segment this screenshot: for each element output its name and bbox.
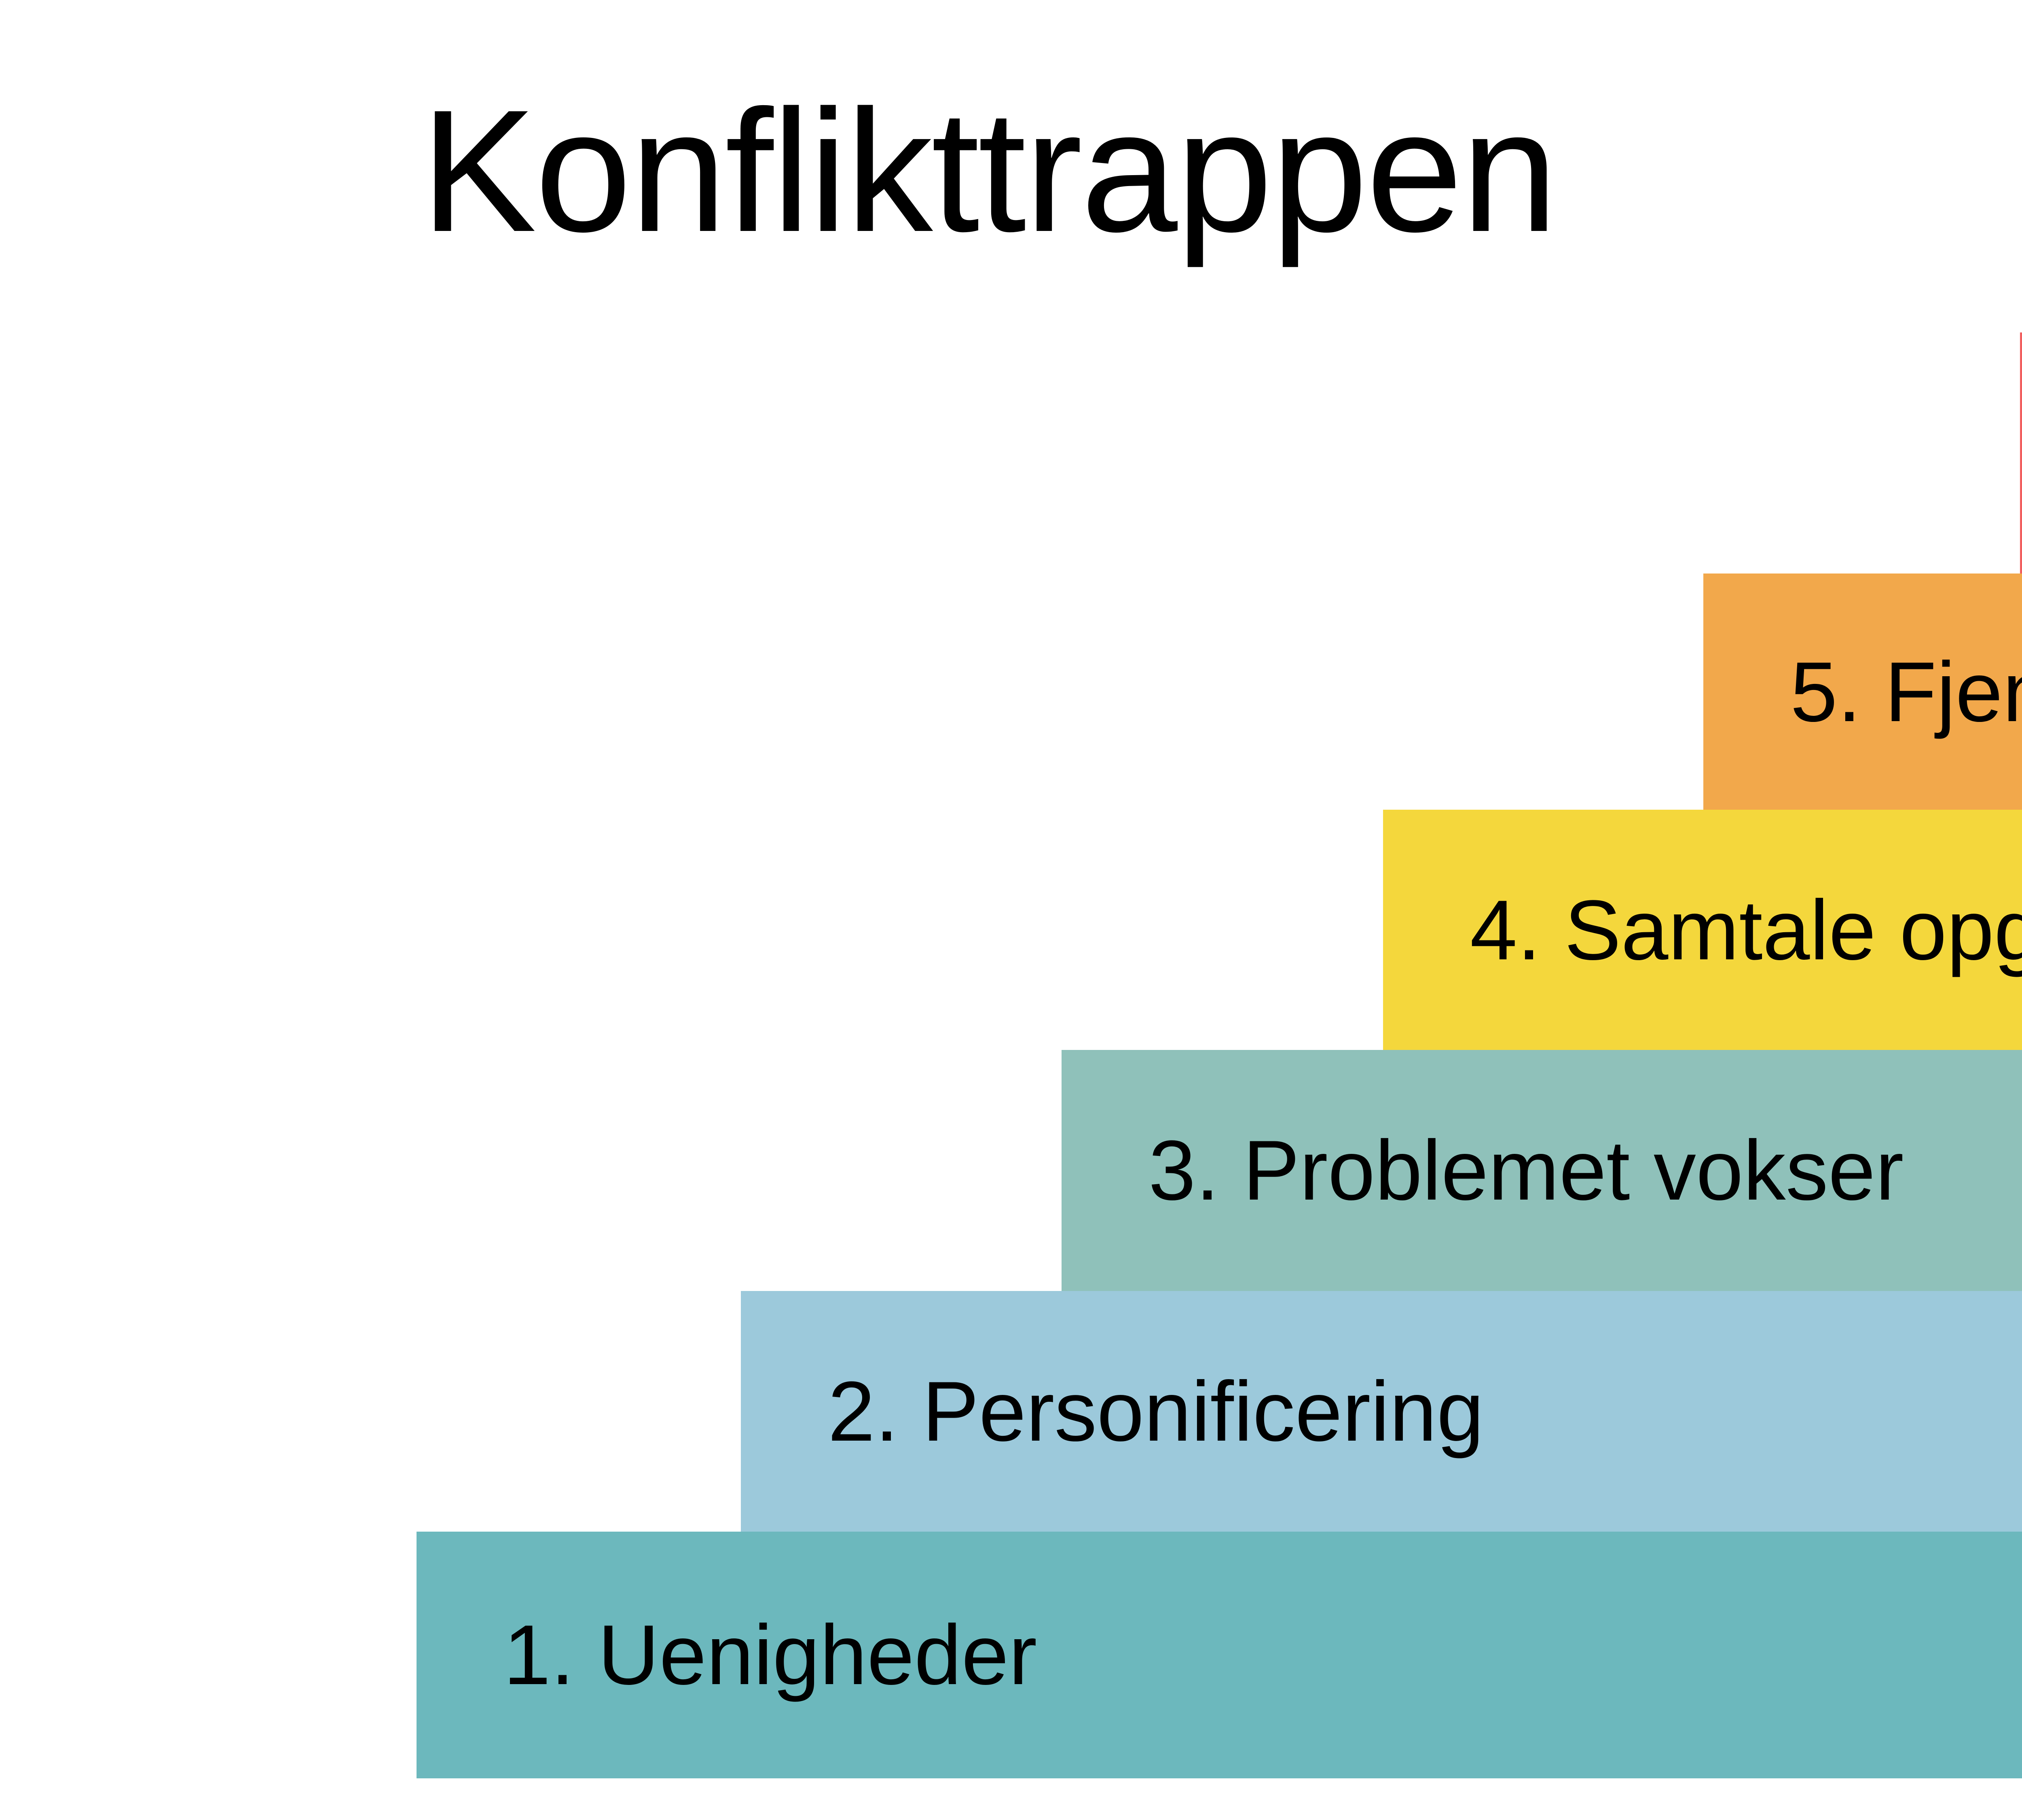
stair-step-6-label: 6. Åben fjendtlighed xyxy=(2020,411,2022,496)
stair-step-5-label: 5. Fjendebilleder xyxy=(1790,644,2022,739)
stair-step-4-label: 4. Samtale opgives xyxy=(1470,882,2022,978)
stair-step-1[interactable]: 1. Uenigheder xyxy=(417,1532,2022,1778)
stair-step-1-label: 1. Uenigheder xyxy=(503,1607,1037,1702)
stair-step-2-label: 2. Personificering xyxy=(828,1364,1484,1459)
stair-step-3[interactable]: 3. Problemet vokser xyxy=(1062,1050,2022,1291)
stair-step-5[interactable]: 5. Fjendebilleder xyxy=(1703,574,2022,810)
stair-step-2[interactable]: 2. Personificering xyxy=(741,1291,2022,1532)
stair-step-4[interactable]: 4. Samtale opgives xyxy=(1383,810,2022,1050)
page-title: Konflikttrappen xyxy=(421,74,1558,268)
stair-step-3-label: 3. Problemet vokser xyxy=(1148,1123,1904,1218)
stair-step-6[interactable]: 6. Åben fjendtlighed xyxy=(2020,332,2022,574)
